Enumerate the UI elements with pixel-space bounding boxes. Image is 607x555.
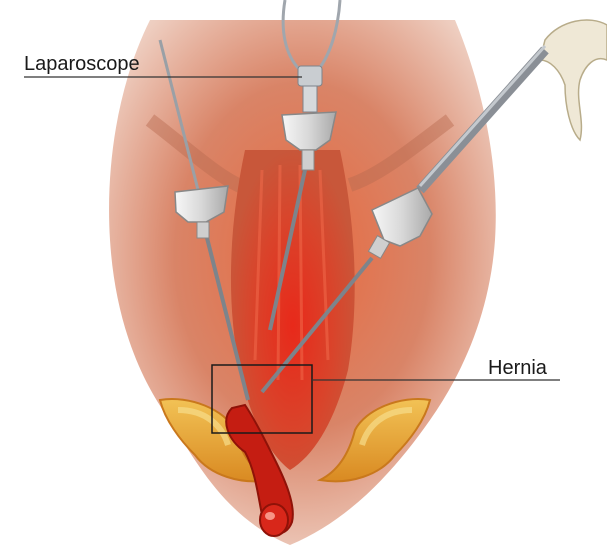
laparoscope-head: [298, 66, 322, 86]
hernia-label: Hernia: [488, 358, 547, 378]
grasper-handle: [540, 20, 607, 140]
laparoscope-label: Laparoscope: [24, 54, 140, 74]
laparoscope-body: [303, 86, 317, 112]
left-trocar-neck: [197, 222, 209, 238]
hernia-bulge: [260, 504, 288, 536]
hernia-highlight: [265, 512, 275, 520]
center-trocar-neck: [302, 150, 314, 170]
